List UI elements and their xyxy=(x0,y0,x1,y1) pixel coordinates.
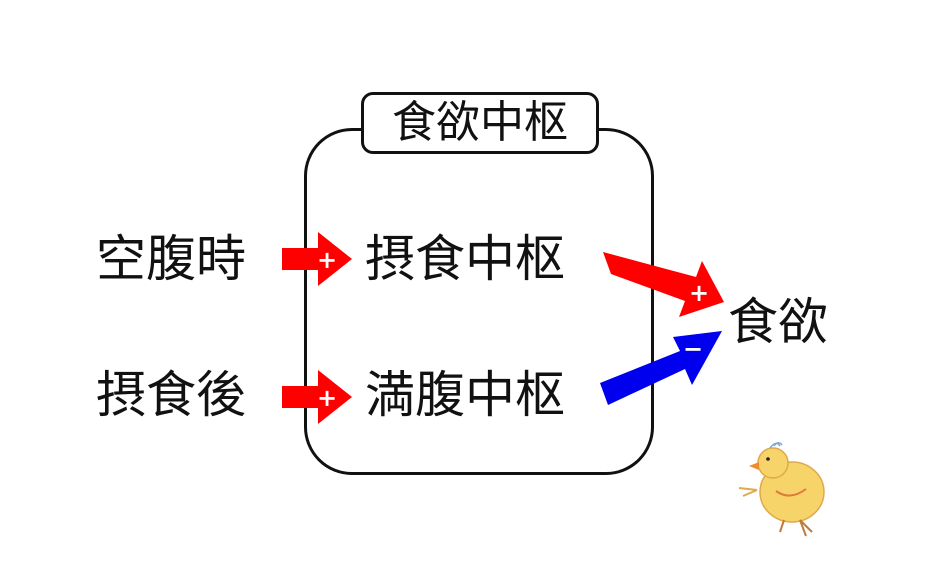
appetite-center-container xyxy=(304,128,654,475)
excite-arrow-hungry: + xyxy=(282,232,352,286)
feeding-center-label: 摂食中枢 xyxy=(365,230,565,288)
input-label-hungry: 空腹時 xyxy=(96,230,246,288)
chick-illustration xyxy=(738,442,825,537)
minus-sign: − xyxy=(683,335,703,363)
excite-arrow-to-appetite: + xyxy=(603,252,724,317)
appetite-output-label: 食欲 xyxy=(728,293,828,351)
appetite-center-title: 食欲中枢 xyxy=(361,92,599,154)
excite-arrow-after-eating: + xyxy=(282,370,352,424)
input-label-after-eating: 摂食後 xyxy=(96,366,246,424)
plus-sign-1: + xyxy=(317,246,337,274)
satiety-center-label: 満腹中枢 xyxy=(365,366,565,424)
inhibit-arrow-to-appetite: − xyxy=(600,331,722,405)
plus-sign-2: + xyxy=(317,384,337,412)
plus-sign-3: + xyxy=(689,279,709,307)
